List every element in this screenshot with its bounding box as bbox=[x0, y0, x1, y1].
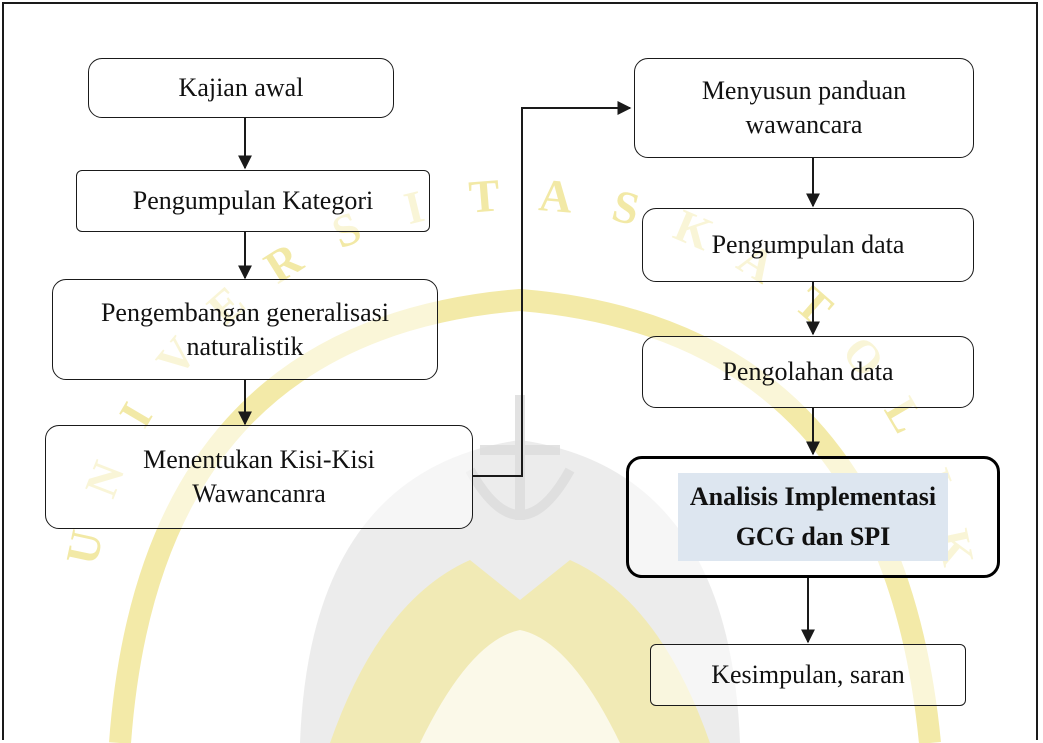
step-analisis-line-1: Analisis Implementasi bbox=[689, 481, 937, 511]
step-pengembangan-line-1: Pengembangan generalisasi bbox=[100, 297, 390, 327]
step-pengumpulan-kategori-label: Pengumpulan Kategori bbox=[132, 186, 374, 216]
step-menentukan-line-1: Menentukan Kisi-Kisi bbox=[143, 445, 375, 475]
step-pengumpulan-kategori: Pengumpulan Kategori bbox=[76, 170, 430, 232]
step-pengumpulan-data: Pengumpulan data bbox=[642, 208, 974, 282]
step-menyusun-line-2: wawancara bbox=[745, 110, 863, 139]
step-analisis-implementasi: Analisis Implementasi GCG dan SPI bbox=[626, 456, 1000, 578]
step-kajian-awal-label: Kajian awal bbox=[178, 73, 304, 103]
step-menentukan-kisi-kisi: Menentukan Kisi-Kisi Wawancanra bbox=[45, 425, 473, 529]
step-kesimpulan-saran: Kesimpulan, saran bbox=[650, 644, 966, 706]
arrow-menentukan-to-menyusun bbox=[473, 101, 632, 477]
step-kajian-awal: Kajian awal bbox=[88, 58, 394, 118]
watermark-letter: T bbox=[467, 169, 502, 222]
step-pengembangan-generalisasi: Pengembangan generalisasi naturalistik bbox=[52, 279, 438, 380]
step-menyusun-panduan: Menyusun panduan wawancara bbox=[634, 58, 974, 158]
watermark-letter: A bbox=[537, 169, 574, 223]
step-pengembangan-line-2: naturalistik bbox=[186, 331, 304, 361]
analisis-highlight: Analisis Implementasi GCG dan SPI bbox=[677, 472, 949, 562]
step-pengolahan-data: Pengolahan data bbox=[642, 336, 974, 408]
step-kesimpulan-saran-label: Kesimpulan, saran bbox=[711, 660, 905, 690]
step-menyusun-line-1: Menyusun panduan bbox=[701, 76, 907, 106]
step-analisis-line-2: GCG dan SPI bbox=[735, 522, 891, 551]
step-pengumpulan-data-label: Pengumpulan data bbox=[711, 230, 905, 260]
step-menentukan-line-2: Wawancanra bbox=[192, 479, 326, 508]
step-pengolahan-data-label: Pengolahan data bbox=[722, 357, 894, 387]
